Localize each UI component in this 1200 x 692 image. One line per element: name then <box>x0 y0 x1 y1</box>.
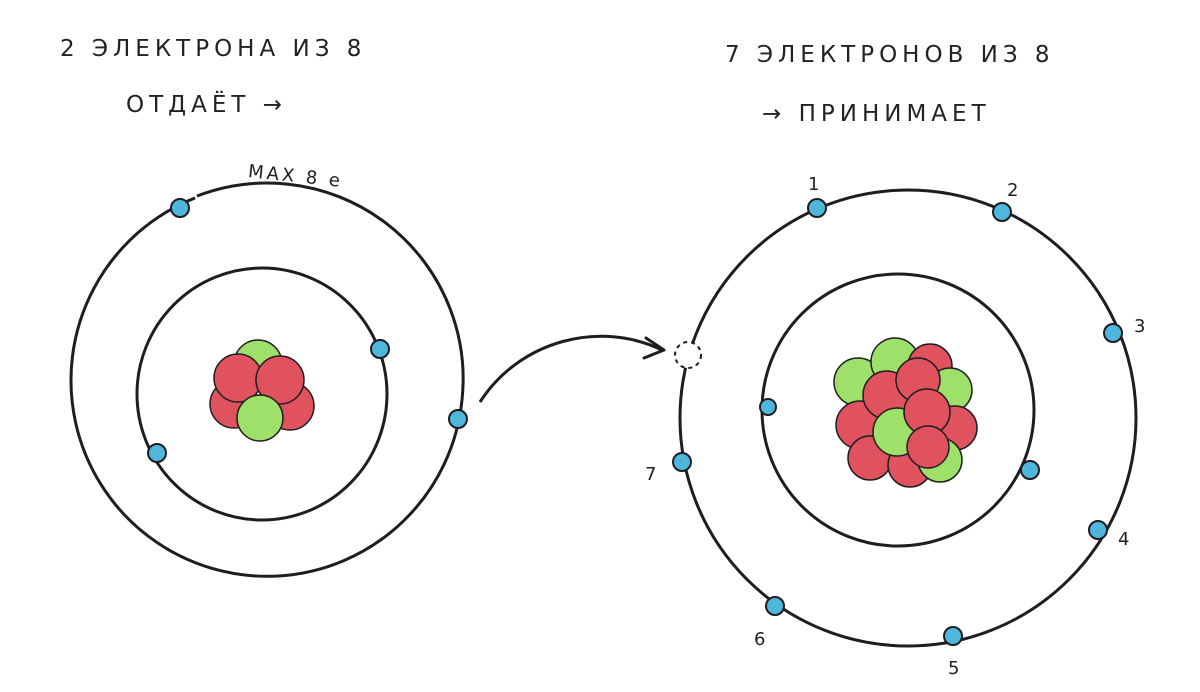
electron <box>765 596 785 616</box>
right-outer-shell <box>678 188 1138 648</box>
electron-number-6: 6 <box>754 629 765 650</box>
right-nucleus <box>833 337 978 488</box>
transfer-arrow <box>478 334 666 403</box>
electron-number-7: 7 <box>645 464 656 485</box>
right-atom-title: 7 ЭЛЕКТРОНОВ ИЗ 8 <box>725 42 1055 68</box>
left-atom <box>69 181 468 578</box>
left-nucleus <box>209 339 315 442</box>
electron-number-3: 3 <box>1134 316 1145 337</box>
left-outer-shell-top <box>196 181 465 401</box>
proton <box>255 355 305 405</box>
left-atom-action: ОТДАЁТ → <box>126 92 288 118</box>
electron <box>1088 520 1108 540</box>
left-inner-shell <box>135 266 389 522</box>
left-atom-title: 2 ЭЛЕКТРОНА ИЗ 8 <box>60 36 367 62</box>
empty-electron-slot <box>674 341 702 369</box>
electron <box>1020 460 1040 480</box>
proton <box>906 425 950 469</box>
electron-number-2: 2 <box>1007 180 1018 201</box>
left-outer-shell <box>69 196 464 578</box>
neutron <box>236 394 284 442</box>
electron-number-1: 1 <box>808 174 819 195</box>
electron <box>147 443 167 463</box>
right-atom: 1 2 3 4 5 6 7 <box>645 174 1145 679</box>
electron <box>759 398 777 416</box>
electron <box>170 198 190 218</box>
electron-number-5: 5 <box>948 658 959 679</box>
electron <box>1103 323 1123 343</box>
right-atom-action: → ПРИНИМАЕТ <box>762 101 991 127</box>
electron <box>448 409 468 429</box>
electron <box>807 198 827 218</box>
electron <box>672 452 692 472</box>
electron <box>370 339 390 359</box>
electron <box>943 626 963 646</box>
electron <box>992 202 1012 222</box>
proton <box>213 353 263 403</box>
electron-number-4: 4 <box>1118 529 1129 550</box>
